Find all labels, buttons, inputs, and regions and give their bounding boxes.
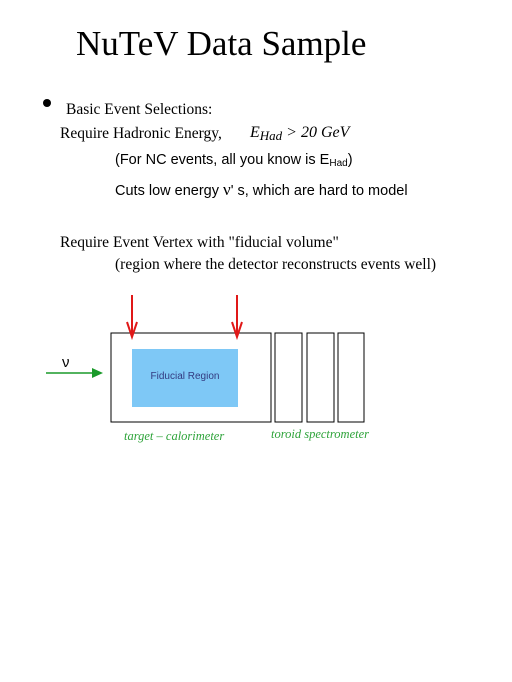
cuts-suffix: ' s, which are hard to model — [230, 183, 408, 199]
vertex-requirement: Require Event Vertex with "fiducial volu… — [60, 234, 339, 251]
toroid-segment — [274, 332, 303, 423]
cuts-prefix: Cuts low energy — [115, 183, 223, 199]
neutrino-symbol: ν — [223, 180, 231, 199]
bullet-heading: Basic Event Selections: — [66, 101, 213, 118]
toroid-segment — [337, 332, 365, 423]
fiducial-region-label: Fiducial Region — [150, 371, 220, 382]
neutrino-beam-arrow — [46, 368, 103, 378]
hadronic-energy-formula: EHad > 20 GeV — [250, 123, 349, 146]
page-title: NuTeV Data Sample — [76, 24, 367, 63]
red-arrow-right — [231, 295, 243, 341]
formula-threshold: > 20 GeV — [282, 124, 350, 141]
low-energy-cut-note: Cuts low energy ν' s, which are hard to … — [115, 181, 408, 200]
hadronic-energy-label: Require Hadronic Energy, — [60, 125, 222, 142]
vertex-explanation: (region where the detector reconstructs … — [115, 256, 437, 273]
nc-note-subscript: Had — [329, 158, 348, 169]
target-calorimeter-label: target – calorimeter — [124, 429, 225, 443]
bullet-dot — [43, 99, 51, 107]
nc-note-suffix: ) — [347, 152, 353, 168]
nc-events-note: (For NC events, all you know is EHad) — [115, 151, 353, 173]
toroid-spectrometer-label: toroid spectrometer — [271, 427, 370, 441]
red-arrow-left — [126, 295, 138, 341]
formula-e: E — [250, 124, 260, 141]
formula-subscript: Had — [259, 128, 283, 143]
neutrino-beam-label: ν — [62, 354, 70, 371]
nc-note-prefix: (For NC events, all you know is E — [115, 152, 330, 168]
toroid-segment — [306, 332, 335, 423]
